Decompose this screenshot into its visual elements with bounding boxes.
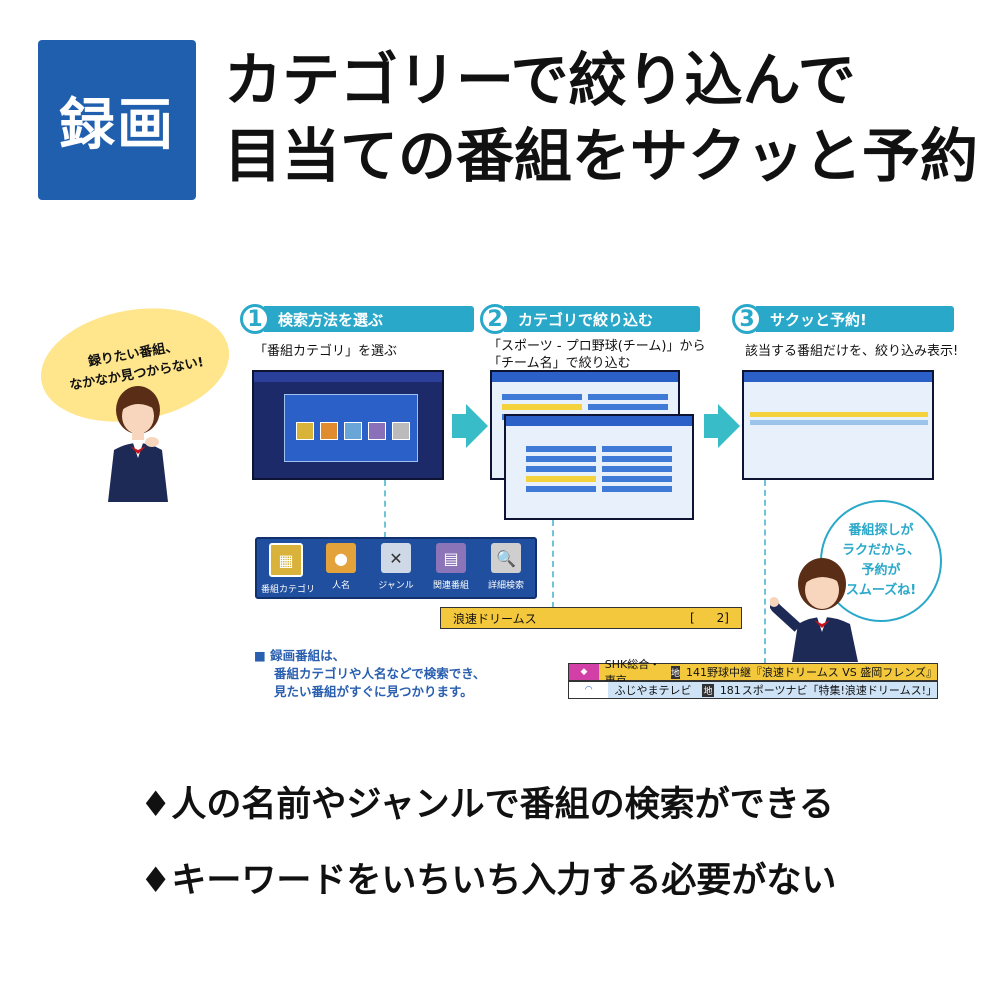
grid-icon: ▦ (269, 543, 303, 577)
step-1-header: 1 検索方法を選ぶ (240, 304, 474, 334)
related-icon: ▤ (436, 543, 466, 573)
step-1-subtext: 「番組カテゴリ」を選ぶ (254, 344, 398, 359)
step-1-tv-screen (252, 370, 444, 480)
step-2-subtext-1: 「スポーツ - プロ野球(チーム)」から (488, 339, 706, 354)
happy-speech-bubble: 番組探しが ラクだから、 予約が スムーズね! (820, 500, 942, 622)
step-2-subtext-2: 「チーム名」で絞り込む (488, 356, 631, 371)
feature-note: ■ 録画番組は、 番組カテゴリや人名などで検索でき、 見たい番組がすぐに見つかり… (254, 647, 485, 701)
woman-thinking-illustration (108, 386, 168, 502)
channel-logo-icon: ◠ (569, 682, 609, 698)
result-2-number: 181 (719, 683, 741, 697)
feature-bullet-1: ♦人の名前やジャンルで番組の検索ができる (140, 785, 834, 825)
bubble2-line-4: スムーズね! (845, 583, 917, 598)
step-2-front-screen (504, 414, 694, 520)
arrow-2-icon (718, 404, 740, 448)
step-2-header: 2 カテゴリで絞り込む (480, 304, 700, 334)
arrow-1-icon (466, 404, 488, 448)
result-2-program: スポーツナビ「特集!浪速ドリームス!」 (741, 684, 938, 697)
menu-item-genre[interactable]: ✕ ジャンル (371, 543, 421, 591)
menu-item-advanced[interactable]: 🔍 詳細検索 (481, 543, 531, 591)
connector-line-2 (552, 520, 554, 608)
arrow-2-body (704, 414, 720, 438)
title-line-1: カテゴリーで絞り込んで (224, 46, 856, 114)
magnifier-icon: 🔍 (491, 543, 521, 573)
step-1-label: 検索方法を選ぶ (264, 306, 474, 332)
search-method-menu: ▦ 番組カテゴリ ● 人名 ✕ ジャンル ▤ 関連番組 🔍 詳細検索 (255, 537, 537, 599)
bubble2-line-2: ラクだから、 (841, 543, 920, 558)
person-icon: ● (326, 543, 356, 573)
channel-logo-icon: ◆ (569, 664, 599, 680)
step-2-label: カテゴリで絞り込む (504, 306, 700, 332)
step-3-header: 3 サクッと予約! (732, 304, 954, 334)
note-line-3: 見たい番組がすぐに見つかります。 (274, 684, 473, 699)
woman-pointing-illustration (770, 558, 858, 662)
connector-line-1 (384, 480, 386, 538)
recording-badge: 録画 (38, 40, 196, 200)
step-3-number: 3 (732, 304, 762, 334)
result-1-type: 地 (671, 665, 681, 679)
result-1-program: 野球中継『浪速ドリームス VS 盛岡フレンズ』 (707, 666, 937, 679)
note-line-2: 番組カテゴリや人名などで検索でき、 (274, 666, 486, 681)
title-line-2: 目当ての番組をサクッと予約 (224, 122, 979, 190)
connector-line-3 (764, 480, 766, 664)
search-result-title: 浪速ドリームス (453, 611, 537, 626)
result-2-type: 地 (702, 683, 714, 697)
note-line-1: ■ 録画番組は、 (254, 648, 346, 663)
bubble2-line-3: 予約が (861, 563, 901, 578)
step-2-number: 2 (480, 304, 510, 334)
menu-item-related[interactable]: ▤ 関連番組 (426, 543, 476, 591)
search-result-bar[interactable]: 浪速ドリームス [ 2] (440, 607, 742, 629)
result-2-channel: ふじやまテレビ (614, 684, 692, 697)
step-3-tv-screen (742, 370, 934, 480)
search-result-count: 2] (716, 611, 729, 625)
search-result-count-open: [ (689, 611, 695, 625)
bubble2-line-1: 番組探しが (848, 523, 914, 538)
step-1-number: 1 (240, 304, 270, 334)
menu-item-person[interactable]: ● 人名 (316, 543, 366, 591)
step-3-label: サクッと予約! (756, 306, 954, 332)
result-row-1[interactable]: ◆ SHK総合・東京 地 141 野球中継『浪速ドリームス VS 盛岡フレンズ』 (568, 658, 938, 687)
arrow-1-body (452, 414, 468, 438)
menu-item-category[interactable]: ▦ 番組カテゴリ (261, 543, 315, 595)
step-3-subtext: 該当する番組だけを、絞り込み表示! (745, 344, 959, 359)
genre-icon: ✕ (381, 543, 411, 573)
page-title: カテゴリーで絞り込んで 目当ての番組をサクッと予約 (224, 42, 978, 194)
result-row-2[interactable]: ◠ ふじやまテレビ 地 181 スポーツナビ「特集!浪速ドリームス!」 (568, 681, 938, 699)
result-1-number: 141 (686, 665, 708, 679)
feature-bullet-2: ♦キーワードをいちいち入力する必要がない (140, 861, 837, 901)
